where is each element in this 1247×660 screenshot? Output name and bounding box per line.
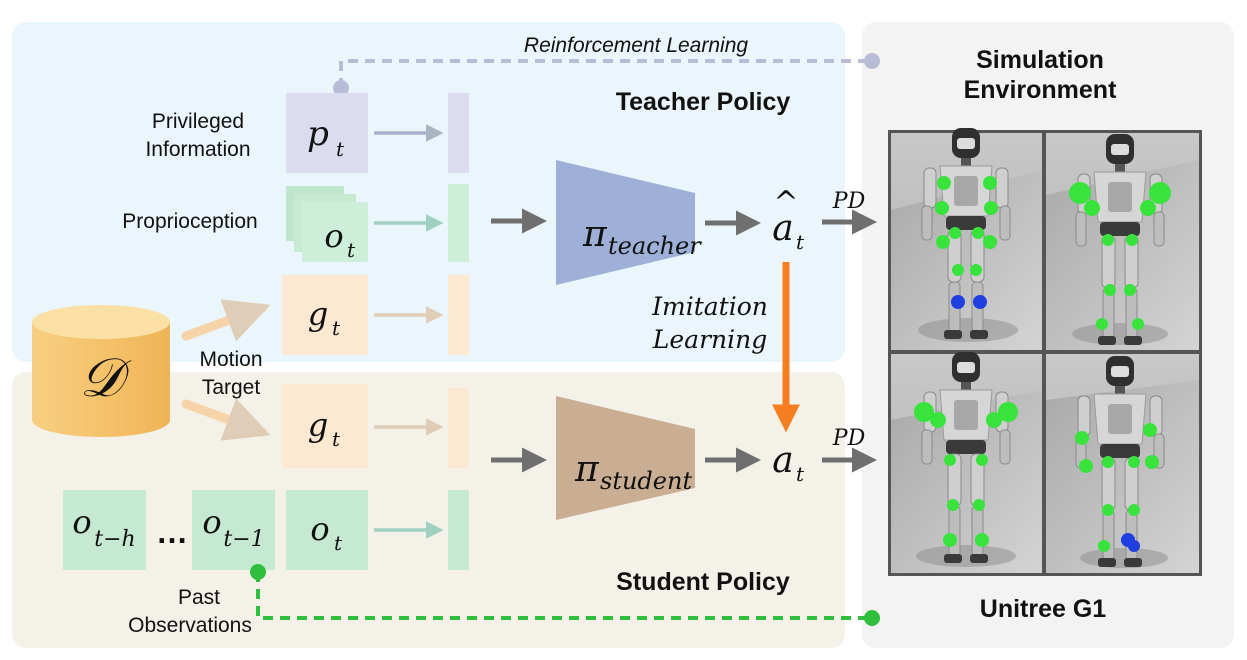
observation-embedding xyxy=(448,490,469,570)
svg-text:t: t xyxy=(336,137,345,161)
privileged-label-line1: Privileged xyxy=(152,110,244,133)
motion-student-embedding xyxy=(448,388,469,468)
svg-text:t: t xyxy=(332,316,341,340)
svg-text:g: g xyxy=(308,295,328,333)
rl-connector-start xyxy=(333,80,349,96)
svg-text:t: t xyxy=(332,427,341,451)
past-obs-connector-start xyxy=(250,564,266,580)
svg-text:p: p xyxy=(307,114,329,154)
motion-teacher-embedding xyxy=(448,275,469,355)
student-action: a xyxy=(772,440,793,481)
observation-ellipsis: … xyxy=(156,514,188,550)
dataset-cylinder-icon xyxy=(32,305,170,437)
student-network xyxy=(556,396,695,520)
svg-text:t: t xyxy=(334,531,343,555)
motion-target-teacher-block: g t xyxy=(282,275,368,355)
teacher-network xyxy=(556,160,695,285)
svg-text:o: o xyxy=(72,503,91,541)
student-policy-title: Student Policy xyxy=(616,568,790,596)
student-network-sub: student xyxy=(600,467,692,495)
environment-title-line2: Environment xyxy=(964,76,1117,104)
svg-text:t: t xyxy=(347,238,356,262)
teacher-action-sub: t xyxy=(796,230,805,254)
teacher-network-sub: teacher xyxy=(608,232,702,260)
past-obs-connector-end xyxy=(864,610,880,626)
past-obs-line1: Past xyxy=(178,586,220,609)
teacher-action: a xyxy=(772,208,793,249)
privileged-embedding xyxy=(448,93,469,173)
teacher-policy-title: Teacher Policy xyxy=(616,88,791,116)
rl-label: Reinforcement Learning xyxy=(524,34,748,57)
environment-title-line1: Simulation xyxy=(976,46,1104,74)
svg-text:o: o xyxy=(324,217,343,255)
proprioception-block: o t xyxy=(286,186,368,262)
observation-t-minus-1-block: o t−1 xyxy=(192,490,275,570)
teacher-action-hat: ^ xyxy=(773,185,798,220)
teacher-section xyxy=(12,22,845,362)
dataset-arrow-lower xyxy=(181,398,271,441)
student-action-sub: t xyxy=(796,462,805,486)
sim-panel-1 xyxy=(891,127,1042,350)
teacher-network-pi: π xyxy=(582,214,608,255)
dataset-arrow-upper xyxy=(181,299,271,342)
simulation-grid xyxy=(888,127,1202,576)
sim-panel-4 xyxy=(1046,354,1199,573)
student-network-pi: π xyxy=(574,449,600,490)
proprioception-embedding xyxy=(448,184,469,262)
imitation-label-line1: Imitation xyxy=(651,292,768,321)
observation-t-block: o t xyxy=(286,490,368,570)
past-obs-line2: Observations xyxy=(128,614,252,637)
motion-target-line2: Target xyxy=(202,376,261,399)
svg-text:t−1: t−1 xyxy=(223,527,264,552)
proprioception-label: Proprioception xyxy=(122,210,257,233)
svg-text:o: o xyxy=(310,510,329,548)
rl-connector-end xyxy=(864,53,880,69)
pd-label-student: PD xyxy=(832,426,866,451)
rl-connector xyxy=(339,59,872,88)
sim-panel-3 xyxy=(891,351,1042,573)
observation-t-minus-h-block: o t−h xyxy=(63,490,146,570)
svg-text:t−h: t−h xyxy=(94,527,135,552)
pd-label-teacher: PD xyxy=(832,189,866,214)
svg-text:g: g xyxy=(308,406,328,444)
privileged-label-line2: Information xyxy=(145,138,250,161)
robot-name: Unitree G1 xyxy=(980,595,1107,623)
motion-target-student-block: g t xyxy=(282,384,368,468)
svg-text:o: o xyxy=(202,503,221,541)
imitation-label-line2: Learning xyxy=(652,325,767,354)
privileged-info-block: p t xyxy=(286,93,368,173)
motion-target-line1: Motion xyxy=(199,348,262,371)
sim-panel-2 xyxy=(1046,133,1199,350)
